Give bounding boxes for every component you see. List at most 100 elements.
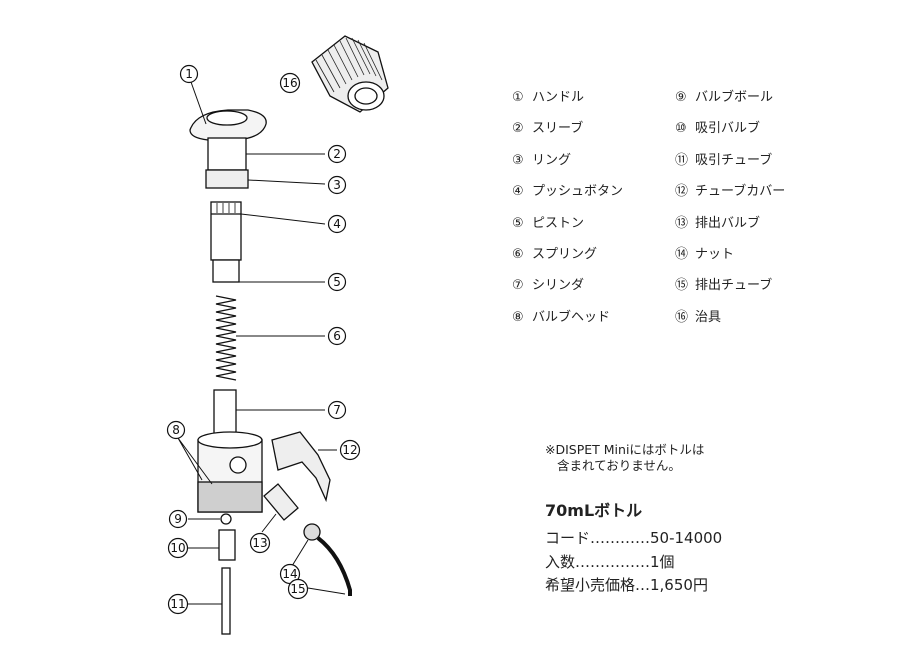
callout-15: 15: [287, 578, 309, 600]
part-number: ①: [512, 90, 524, 105]
discharge-valve-part: [263, 483, 299, 521]
callout-16: 16: [279, 72, 301, 94]
part-number: ⑫: [675, 184, 689, 200]
svg-text:9: 9: [174, 512, 182, 526]
part-row-9: ⑨ バルブボール: [675, 82, 785, 113]
part-number: ⑪: [675, 152, 689, 168]
callout-6: 6: [327, 326, 347, 346]
ring-part: [205, 169, 249, 189]
piston-part: [212, 259, 240, 283]
svg-text:12: 12: [342, 443, 357, 457]
svg-text:14: 14: [282, 567, 297, 581]
part-number: ③: [512, 152, 524, 168]
svg-text:15: 15: [290, 582, 305, 596]
part-name: チューブカバー: [695, 184, 786, 200]
callout-4: 4: [327, 214, 347, 234]
tube-cover-part: [271, 431, 331, 503]
callout-12: 12: [339, 439, 361, 461]
part-number: ⑧: [512, 309, 524, 325]
push-button-part: [210, 201, 242, 261]
jig-part: [311, 35, 389, 113]
part-row-2: ② スリーブ: [512, 113, 623, 144]
product-code: コード…………50-14000: [545, 529, 723, 547]
product-quantity: 入数……………1個: [545, 552, 675, 571]
part-name: ピストン: [532, 215, 585, 231]
callout-5: 5: [327, 272, 347, 292]
part-number: ⑮: [675, 278, 689, 294]
part-row-1: ① ハンドル: [512, 82, 623, 113]
spring-part: [215, 295, 237, 381]
part-row-4: ④ プッシュボタン: [512, 176, 623, 207]
part-row-11: ⑪ 吸引チューブ: [675, 145, 785, 176]
svg-text:5: 5: [333, 275, 341, 289]
part-number: ⑬: [675, 215, 689, 231]
svg-text:13: 13: [252, 536, 267, 550]
note-line-1: ※DISPET Miniにはボトルは: [545, 442, 705, 457]
part-name: 排出チューブ: [695, 278, 773, 294]
leader-lines: [177, 81, 346, 605]
part-name: バルブボール: [695, 90, 774, 105]
part-name: 吸引バルブ: [695, 121, 761, 137]
product-price: 希望小売価格…1,650円: [545, 576, 708, 594]
product-title: 70mLボトル: [545, 501, 643, 520]
part-number: ⑯: [675, 309, 689, 325]
part-number: ⑨: [675, 90, 687, 105]
suction-valve-part: [218, 529, 236, 561]
callout-markers: 1 2 3 4 5 6 7 8 9 10 11 12 13 14 15 16: [166, 64, 361, 615]
part-name: 排出バルブ: [695, 215, 761, 231]
svg-text:8: 8: [172, 423, 180, 437]
part-number: ⑩: [675, 121, 687, 137]
callout-9: 9: [168, 509, 188, 529]
svg-text:11: 11: [170, 597, 185, 611]
svg-text:2: 2: [333, 147, 341, 161]
parts-list-right: ⑨ バルブボール ⑩ 吸引バルブ ⑪ 吸引チューブ ⑫ チューブカバー ⑬ 排出バルブ ⑭…: [675, 82, 785, 333]
part-name: バルブヘッド: [532, 309, 611, 325]
part-number: ⑥: [512, 246, 524, 262]
part-row-12: ⑫ チューブカバー: [675, 176, 785, 207]
part-name: ハンドル: [532, 90, 585, 105]
handle-part: [189, 109, 267, 141]
svg-text:16: 16: [282, 76, 297, 90]
part-number: ⑭: [675, 246, 689, 262]
part-number: ⑦: [512, 278, 524, 294]
part-row-15: ⑮ 排出チューブ: [675, 270, 785, 301]
part-name: スプリング: [532, 246, 598, 262]
part-name: 治具: [695, 309, 722, 325]
part-name: プッシュボタン: [532, 184, 624, 200]
part-number: ②: [512, 121, 524, 137]
part-name: シリンダ: [532, 278, 585, 294]
discharge-tube-part: [316, 536, 352, 596]
part-name: ナット: [695, 246, 735, 262]
valve-ball-part: [220, 513, 232, 525]
suction-tube-part: [221, 567, 231, 635]
svg-text:3: 3: [333, 178, 341, 192]
svg-text:7: 7: [333, 403, 341, 417]
part-number: ④: [512, 184, 524, 200]
callout-8: 8: [166, 420, 186, 440]
callout-2: 2: [327, 144, 347, 164]
callout-10: 10: [167, 537, 189, 559]
part-name: 吸引チューブ: [695, 152, 773, 168]
part-row-6: ⑥ スプリング: [512, 239, 623, 270]
callout-13: 13: [249, 532, 271, 554]
callout-1: 1: [179, 64, 199, 84]
svg-text:6: 6: [333, 329, 341, 343]
valve-head-part: [197, 431, 263, 513]
svg-text:1: 1: [185, 67, 193, 81]
part-row-13: ⑬ 排出バルブ: [675, 208, 785, 239]
svg-text:10: 10: [170, 541, 185, 555]
product-info: 70mLボトル コード…………50-14000 入数……………1個 希望小売価格…: [545, 497, 722, 598]
part-row-16: ⑯ 治具: [675, 302, 785, 333]
bottle-note: ※DISPET Miniにはボトルは 含まれておりません。: [545, 442, 704, 474]
nut-part: [303, 523, 321, 541]
part-row-7: ⑦ シリンダ: [512, 270, 623, 301]
sleeve-part: [207, 137, 247, 171]
part-row-8: ⑧ バルブヘッド: [512, 302, 623, 333]
part-row-14: ⑭ ナット: [675, 239, 785, 270]
part-name: スリーブ: [532, 121, 584, 137]
part-row-10: ⑩ 吸引バルブ: [675, 113, 785, 144]
callout-14: 14: [279, 563, 301, 585]
